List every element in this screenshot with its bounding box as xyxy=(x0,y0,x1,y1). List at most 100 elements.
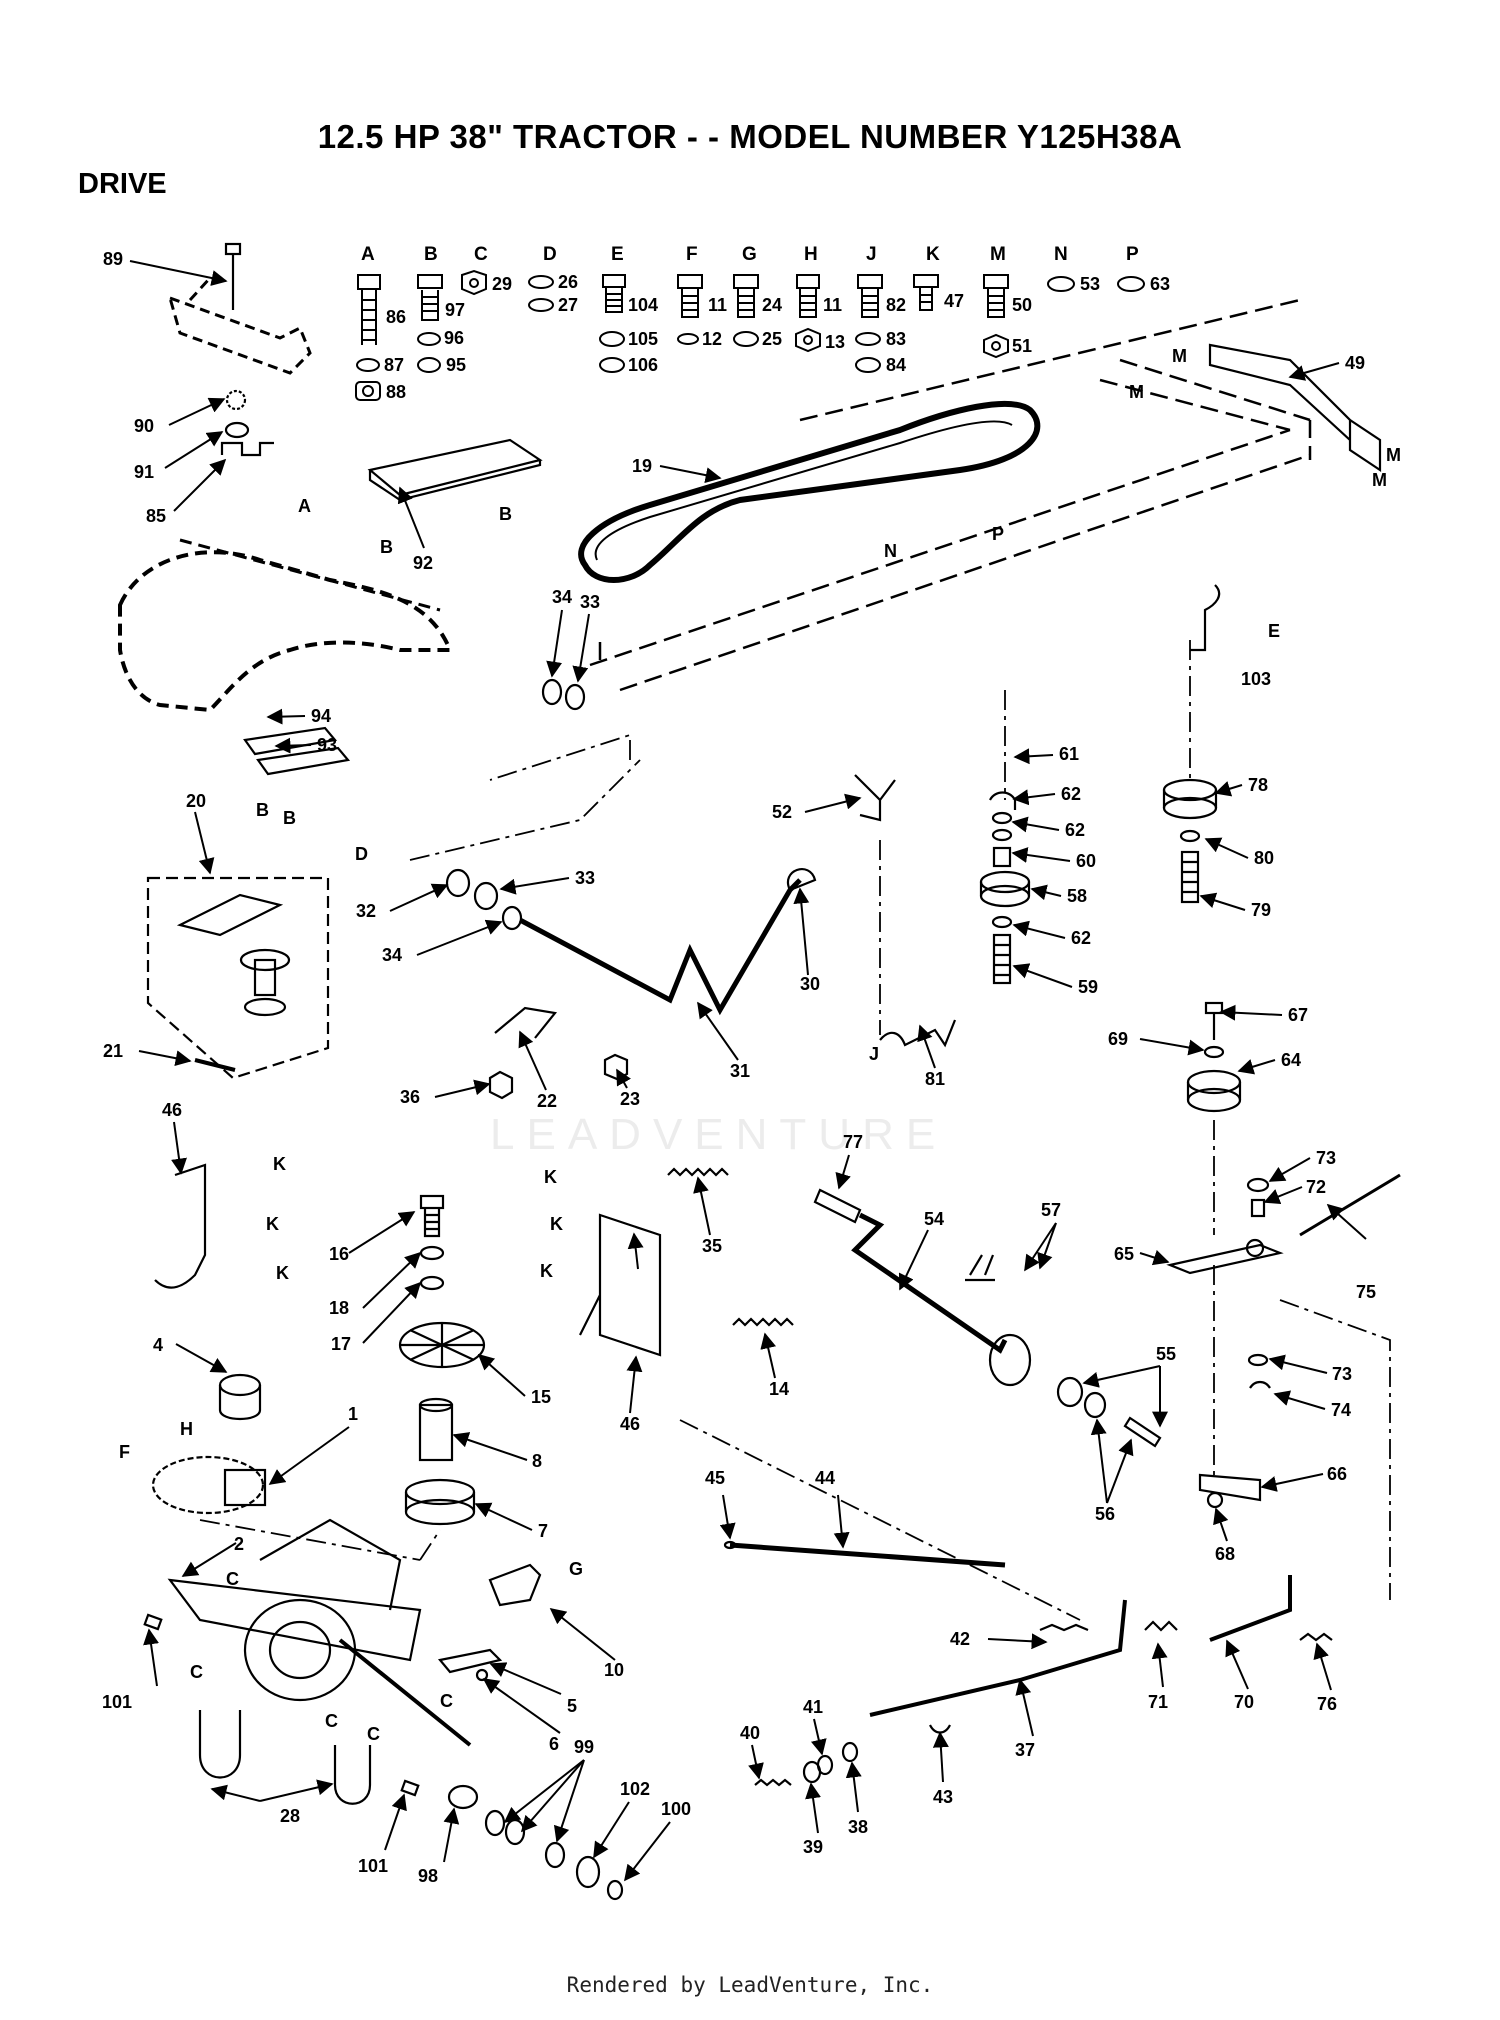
hw-letter-G: G xyxy=(742,244,757,265)
part-34b-bushing-icon xyxy=(501,905,523,931)
part-7-pulley-icon xyxy=(404,1478,476,1526)
hw-part-53: 53 xyxy=(1080,274,1100,294)
part-49-bracket-icon xyxy=(1208,343,1382,473)
part-81-bracket-icon xyxy=(879,1019,957,1048)
part-5-bracket-icon xyxy=(437,1648,503,1674)
tag-K3: K xyxy=(276,1263,289,1283)
part-60-spacer-icon xyxy=(992,846,1012,868)
callout-1: 1 xyxy=(348,1404,358,1424)
callout-69: 69 xyxy=(1108,1029,1128,1049)
tag-D: D xyxy=(355,844,368,864)
callout-64: 64 xyxy=(1281,1050,1301,1070)
part-78-pulley-icon xyxy=(1162,778,1218,820)
part-16-bolt-icon xyxy=(419,1194,445,1238)
part-74-clip-icon xyxy=(1249,1380,1271,1389)
part-103-bracket-icon xyxy=(1190,584,1221,652)
callout-101b: 101 xyxy=(358,1856,388,1876)
callout-2: 2 xyxy=(234,1534,244,1554)
hw-part-83: 83 xyxy=(886,329,906,349)
part-33-bushing-icon xyxy=(564,683,586,711)
tag-C1: C xyxy=(226,1569,239,1589)
callout-21: 21 xyxy=(103,1041,123,1061)
part-62b-washer-icon xyxy=(991,828,1013,842)
part-40-spring-icon xyxy=(754,1778,792,1787)
part-28a-ubolt-icon xyxy=(198,1710,242,1779)
hw-part-47: 47 xyxy=(944,291,964,311)
hw-bolt-11b-icon xyxy=(796,274,820,318)
callout-16: 16 xyxy=(329,1244,349,1264)
tag-C5: C xyxy=(367,1724,380,1744)
hw-letter-E: E xyxy=(611,244,624,265)
hw-bolt-82-icon xyxy=(857,274,883,318)
tag-H: H xyxy=(180,1419,193,1439)
hw-part-84: 84 xyxy=(886,355,906,375)
hw-washer-83-icon xyxy=(855,332,881,346)
callout-101a: 101 xyxy=(102,1692,132,1712)
part-6-washer-icon xyxy=(475,1668,489,1682)
connector-lines xyxy=(199,640,1391,1621)
hw-part-26: 26 xyxy=(558,272,578,292)
callout-60: 60 xyxy=(1076,851,1096,871)
callout-49: 49 xyxy=(1345,353,1365,373)
part-99b-washer-icon xyxy=(504,1818,526,1846)
part-56b-pin-icon xyxy=(1123,1416,1162,1448)
tag-K1: K xyxy=(273,1154,286,1174)
hw-part-11: 11 xyxy=(708,295,727,315)
callout-66: 66 xyxy=(1327,1464,1347,1484)
hw-part-51: 51 xyxy=(1012,336,1032,356)
callout-62b: 62 xyxy=(1065,820,1085,840)
hw-bolt-97-icon xyxy=(417,274,443,321)
part-102-washer-icon xyxy=(575,1855,601,1889)
part-59-bolt-icon xyxy=(992,933,1012,985)
tag-C4: C xyxy=(325,1711,338,1731)
hw-part-87: 87 xyxy=(384,355,404,375)
part-89-bolt-icon xyxy=(224,242,242,310)
part-90-starwasher-icon xyxy=(225,389,247,411)
hw-part-106: 106 xyxy=(628,355,658,375)
part-71-spring-icon xyxy=(1144,1620,1178,1632)
part-35-spring-icon xyxy=(667,1167,729,1177)
part-67-bolt-icon xyxy=(1204,1001,1224,1040)
tag-J: J xyxy=(869,1044,879,1064)
callout-65: 65 xyxy=(1114,1244,1134,1264)
hw-washer-53-icon xyxy=(1047,276,1075,292)
callout-74: 74 xyxy=(1331,1400,1351,1420)
hw-letter-B: B xyxy=(424,244,438,265)
callout-6: 6 xyxy=(549,1734,559,1754)
part-46b-bracket-icon xyxy=(579,1213,662,1357)
hw-washer-96-icon xyxy=(417,332,441,346)
callout-76: 76 xyxy=(1317,1694,1337,1714)
part-54-pedal-arm-icon xyxy=(813,1188,1032,1387)
callout-78: 78 xyxy=(1248,775,1268,795)
part-shift-bracket-icon xyxy=(167,276,312,375)
part-93-plate-icon xyxy=(256,746,351,776)
callout-92: 92 xyxy=(413,553,433,573)
part-22-bracket-icon xyxy=(494,1006,558,1039)
part-drawings xyxy=(118,242,1401,1901)
hw-part-86: 86 xyxy=(386,307,406,327)
callout-103: 103 xyxy=(1241,669,1271,689)
part-30-knob-icon xyxy=(786,868,817,892)
callout-44: 44 xyxy=(815,1468,835,1488)
callout-58: 58 xyxy=(1067,886,1087,906)
hw-bolt-47-icon xyxy=(913,274,939,311)
hardware-key: A B C D E F G H J K M N P xyxy=(355,244,1170,402)
tag-C2: C xyxy=(190,1662,203,1682)
callout-38: 38 xyxy=(848,1817,868,1837)
hw-part-88: 88 xyxy=(386,382,406,402)
callout-37: 37 xyxy=(1015,1740,1035,1760)
tag-B4: B xyxy=(283,808,296,828)
callout-45: 45 xyxy=(705,1468,725,1488)
part-61-clip-icon xyxy=(989,791,1017,810)
callout-17: 17 xyxy=(331,1334,351,1354)
callout-20: 20 xyxy=(186,791,206,811)
tag-P: P xyxy=(992,524,1004,544)
part-52-clip-icon xyxy=(854,774,896,822)
callout-93: 93 xyxy=(317,735,337,755)
hw-part-63: 63 xyxy=(1150,274,1170,294)
hw-washer-95-icon xyxy=(417,357,441,373)
hw-bolt-24-icon xyxy=(733,274,759,318)
part-45-clip-icon xyxy=(723,1540,737,1550)
callout-71: 71 xyxy=(1148,1692,1168,1712)
